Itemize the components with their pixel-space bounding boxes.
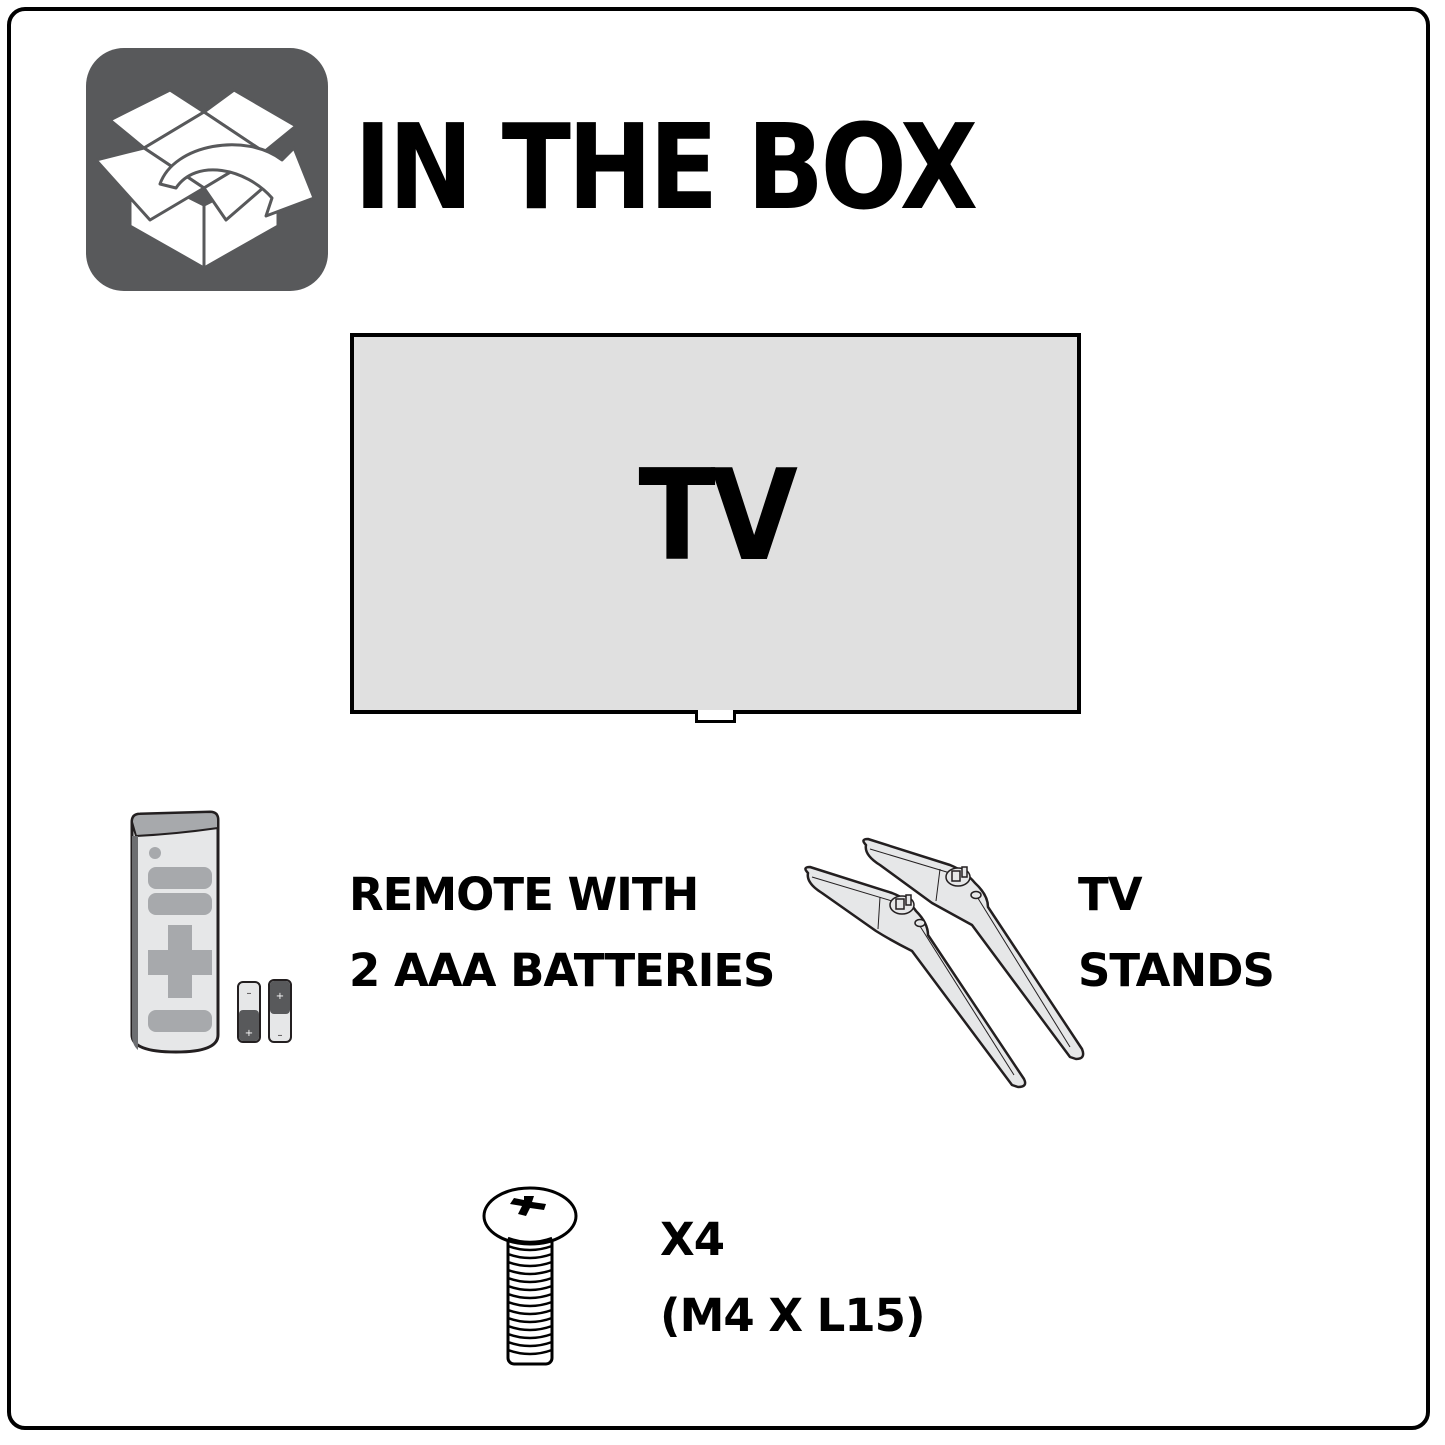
tv-stands-icon xyxy=(800,835,1090,1095)
remote-with-batteries-icon: – + + – xyxy=(126,810,298,1055)
page-title: IN THE BOX xyxy=(354,98,978,236)
tv-label: TV xyxy=(638,442,798,589)
screw-label-line-1: X4 xyxy=(660,1213,725,1266)
tv-stands-label-line-1: TV xyxy=(1078,868,1143,921)
svg-text:+: + xyxy=(245,1028,253,1039)
tv-illustration: TV xyxy=(350,333,1081,714)
svg-text:+: + xyxy=(276,991,284,1002)
svg-text:–: – xyxy=(247,988,252,999)
svg-text:–: – xyxy=(278,1030,283,1041)
screw-label-line-2: (M4 X L15) xyxy=(660,1289,926,1342)
screw-icon xyxy=(480,1186,580,1368)
tv-stands-label: TV STANDS xyxy=(1078,857,1275,1009)
remote-label-line-2: 2 AAA BATTERIES xyxy=(349,944,775,997)
tv-foot xyxy=(695,710,736,723)
tv-stands-label-line-2: STANDS xyxy=(1078,944,1275,997)
remote-label: REMOTE WITH 2 AAA BATTERIES xyxy=(349,857,775,1009)
open-box-icon xyxy=(86,48,328,291)
screw-label: X4 (M4 X L15) xyxy=(660,1202,926,1354)
remote-label-line-1: REMOTE WITH xyxy=(349,868,699,921)
